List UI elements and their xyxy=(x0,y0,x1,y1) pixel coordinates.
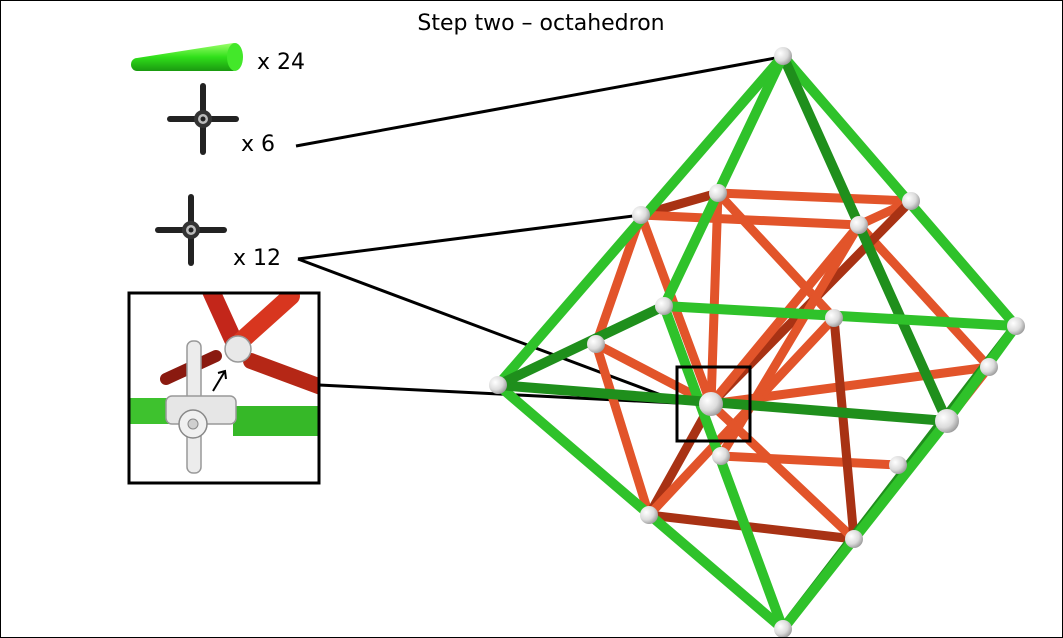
rod xyxy=(829,313,859,544)
rod xyxy=(591,339,654,520)
octahedron-frame xyxy=(489,47,1025,637)
hub-joint xyxy=(632,206,650,224)
hub-joint xyxy=(489,376,507,394)
rod xyxy=(644,399,716,520)
hub-joint xyxy=(825,309,843,327)
hub-joint xyxy=(845,530,863,548)
rod xyxy=(778,51,1021,331)
hub-joint xyxy=(935,409,959,433)
step-title: Step two – octahedron xyxy=(417,11,665,36)
rod xyxy=(716,451,903,470)
rod xyxy=(706,188,723,409)
hub-connector-icon xyxy=(167,83,239,155)
rod xyxy=(493,301,669,390)
hub-joint xyxy=(655,297,673,315)
highlight-box xyxy=(675,365,752,443)
hub-joint xyxy=(774,620,792,637)
hub-joint xyxy=(850,216,868,234)
hub-joint xyxy=(587,335,605,353)
rod xyxy=(591,210,646,349)
rod xyxy=(854,220,994,372)
rod xyxy=(713,188,916,206)
hub-joint xyxy=(709,184,727,202)
hub-joint xyxy=(980,358,998,376)
rod xyxy=(659,301,788,634)
green-rod-icon xyxy=(131,43,243,71)
hub-joint xyxy=(774,47,792,65)
hub-joint xyxy=(889,456,907,474)
leader-lines xyxy=(295,55,782,405)
hub-count-label-12: x 12 xyxy=(233,246,282,271)
hub-joint xyxy=(712,447,730,465)
hub-count-label-6: x 6 xyxy=(241,132,276,157)
rod-count-label: x 24 xyxy=(257,50,306,75)
rod xyxy=(942,321,1021,426)
hub-joint xyxy=(699,392,723,416)
hub-connector-icon xyxy=(155,194,227,266)
rod xyxy=(778,416,952,634)
hub-joint xyxy=(640,506,658,524)
hub-joint xyxy=(1007,317,1025,335)
rod xyxy=(659,51,788,311)
rod xyxy=(636,210,864,230)
connector-detail-inset xyxy=(127,291,321,485)
rod xyxy=(644,510,859,544)
rod xyxy=(778,51,952,426)
hub-joint xyxy=(902,192,920,210)
rod xyxy=(716,220,864,461)
rod xyxy=(493,380,788,634)
